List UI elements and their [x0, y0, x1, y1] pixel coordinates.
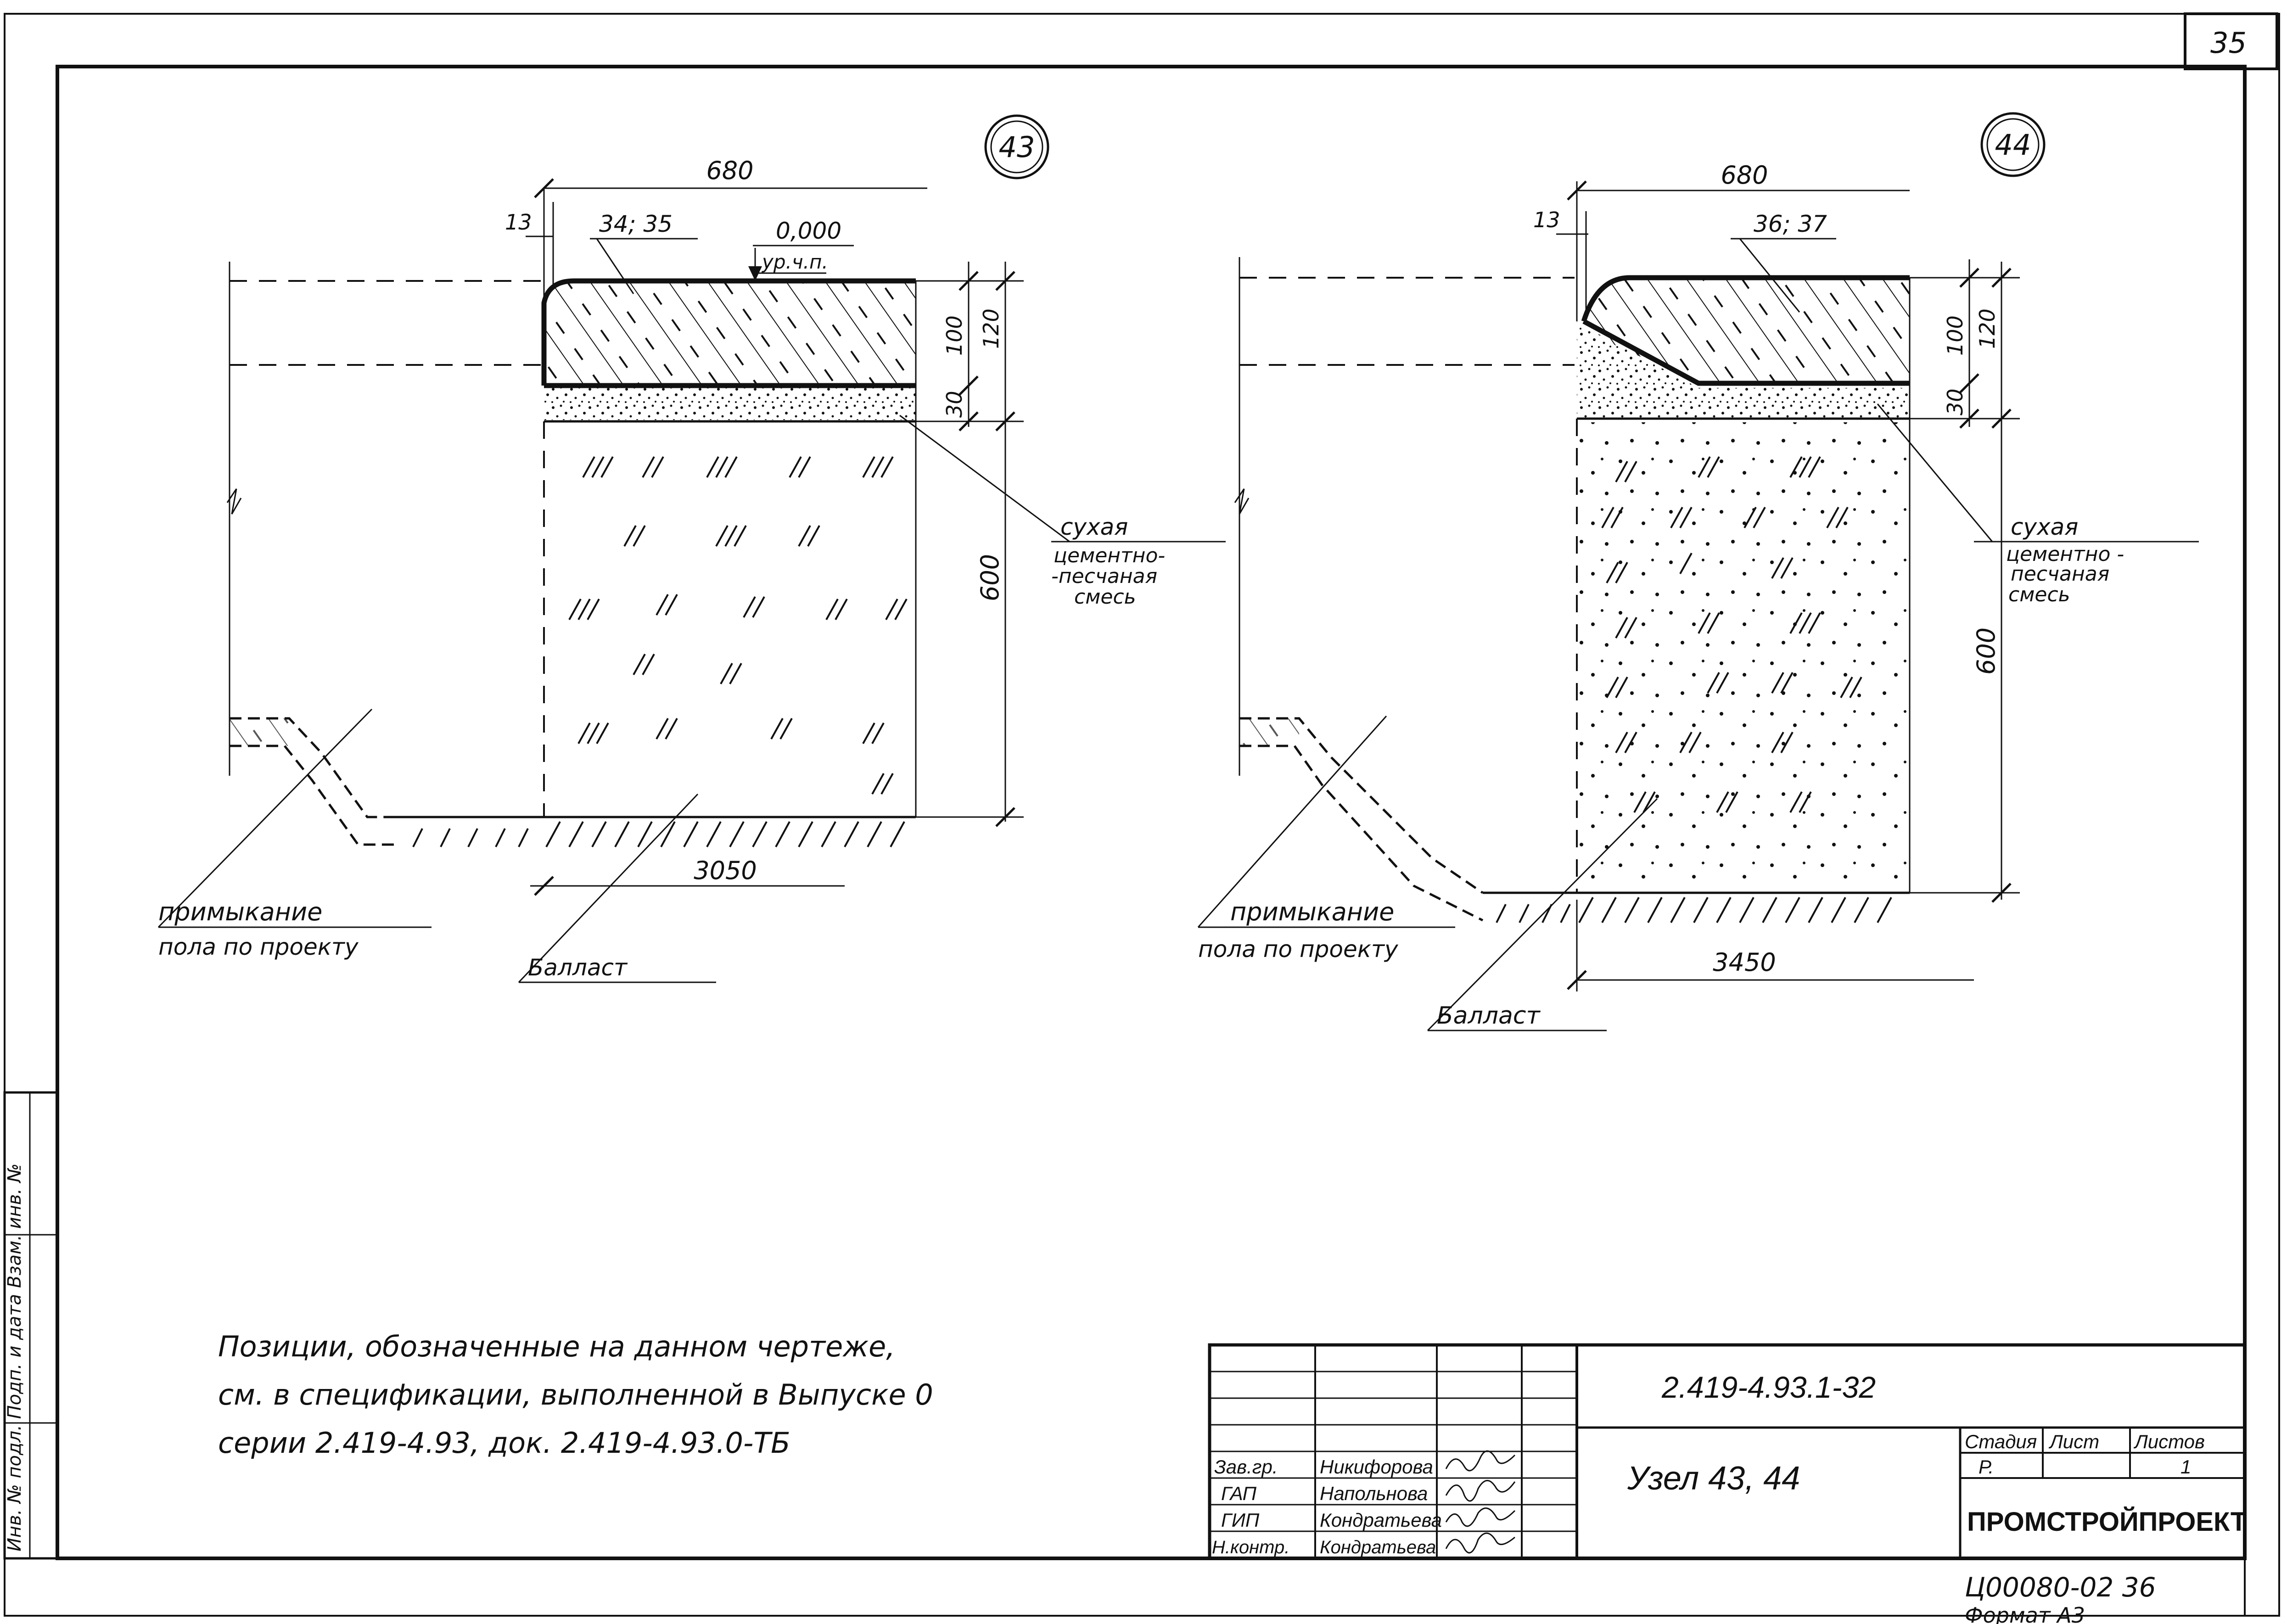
svg-text:0,000: 0,000	[776, 218, 841, 244]
svg-text:песчаная: песчаная	[2011, 562, 2109, 586]
svg-text:ГИП: ГИП	[1221, 1509, 1260, 1531]
sheet-number-box	[2184, 12, 2278, 70]
drawing-title: Узел 43, 44	[1627, 1460, 1800, 1497]
svg-text:3450: 3450	[1713, 948, 1776, 977]
svg-text:Р.: Р.	[1979, 1456, 1994, 1478]
document-code: 2.419-4.93.1-32	[1661, 1370, 1876, 1404]
svg-text:120: 120	[979, 308, 1003, 349]
svg-text:3050: 3050	[694, 856, 757, 885]
title-block: Зав.гр. Никифорова ГАП Напольнова ГИП Ко…	[1208, 1343, 2247, 1560]
svg-text:Балласт: Балласт	[528, 954, 628, 981]
svg-text:30: 30	[942, 391, 967, 418]
svg-text:680: 680	[706, 156, 753, 185]
node-marker: 43	[999, 130, 1035, 164]
svg-text:Кондратьева: Кондратьева	[1320, 1509, 1442, 1531]
sheet-number: 35	[2210, 26, 2247, 60]
svg-text:100: 100	[942, 315, 967, 356]
svg-text:34; 35: 34; 35	[599, 211, 673, 237]
svg-text:Листов: Листов	[2133, 1431, 2205, 1452]
svg-text:Балласт: Балласт	[1437, 1002, 1541, 1030]
svg-text:100: 100	[1943, 315, 1967, 356]
svg-text:120: 120	[1975, 308, 2000, 349]
svg-text:цементно-: цементно-	[1054, 544, 1165, 567]
svg-text:смесь: смесь	[1074, 585, 1136, 609]
svg-text:см. в спецификации, выполненно: см. в спецификации, выполненной в Выпуск…	[218, 1378, 933, 1411]
node-44-drawing: 44	[1197, 112, 2199, 1031]
organization: ПРОМСТРОЙПРОЕКТ	[1967, 1507, 2247, 1537]
side-strip-text: Инв. № подл. Подп. и дата Взам. инв. №	[4, 1164, 25, 1551]
svg-text:сухая: сухая	[2011, 514, 2078, 540]
svg-text:примыкание: примыкание	[158, 897, 322, 926]
node-43-drawing: 43	[157, 114, 1226, 983]
general-note: Позиции, обозначенные на данном чертеже,…	[218, 1330, 933, 1460]
svg-text:смесь: смесь	[2008, 583, 2070, 606]
svg-text:серии 2.419-4.93, док. 2.419-4: серии 2.419-4.93, док. 2.419-4.93.0-ТБ	[218, 1426, 790, 1460]
svg-text:Кондратьева: Кондратьева	[1320, 1537, 1436, 1557]
svg-text:Н.контр.: Н.контр.	[1212, 1537, 1289, 1557]
svg-text:ур.ч.п.: ур.ч.п.	[761, 251, 828, 273]
svg-text:примыкание: примыкание	[1230, 897, 1394, 926]
svg-text:пола по проекту: пола по проекту	[158, 934, 359, 960]
svg-text:Зав.гр.: Зав.гр.	[1214, 1456, 1278, 1478]
svg-text:Стадия: Стадия	[1965, 1431, 2037, 1452]
svg-text:-песчаная: -песчаная	[1051, 565, 1157, 588]
svg-text:цементно -: цементно -	[2006, 543, 2124, 566]
svg-text:Лист: Лист	[2048, 1431, 2099, 1452]
svg-text:600: 600	[975, 554, 1004, 601]
svg-text:ГАП: ГАП	[1221, 1483, 1257, 1504]
svg-text:600: 600	[1972, 627, 2001, 675]
svg-text:680: 680	[1721, 161, 1768, 190]
side-strip: Инв. № подл. Подп. и дата Взам. инв. №	[3, 1091, 59, 1560]
svg-text:13: 13	[505, 210, 532, 235]
svg-text:Напольнова: Напольнова	[1320, 1483, 1428, 1504]
svg-text:Никифорова: Никифорова	[1320, 1456, 1433, 1478]
svg-text:36; 37: 36; 37	[1754, 211, 1827, 237]
svg-text:30: 30	[1943, 388, 1967, 415]
svg-text:Позиции, обозначенные на данно: Позиции, обозначенные на данном чертеже,	[218, 1330, 895, 1363]
format-label: Формат А3	[1965, 1603, 2085, 1624]
node-marker: 44	[1995, 128, 2031, 162]
svg-text:сухая: сухая	[1060, 514, 1128, 540]
svg-text:1: 1	[2180, 1456, 2191, 1478]
bottom-code: Ц00080-02 36	[1965, 1572, 2156, 1603]
svg-text:13: 13	[1533, 207, 1560, 232]
outer-border	[4, 13, 2280, 1617]
signatures	[1445, 1450, 1516, 1554]
svg-text:пола по проекту: пола по проекту	[1198, 936, 1399, 963]
